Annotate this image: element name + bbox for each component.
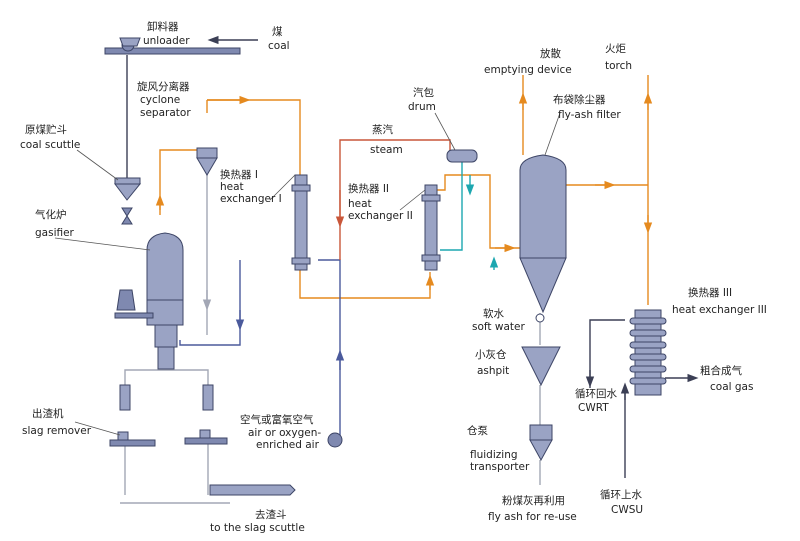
- steam-label-en: steam: [370, 144, 403, 156]
- cwrt-line: [589, 319, 625, 388]
- water-loop: [440, 162, 463, 251]
- hx1-to-hx2-pipe: [299, 270, 431, 299]
- gasifier-leader: [54, 237, 151, 251]
- slag-remover-label-cn: 出渣机: [32, 407, 64, 420]
- slag-remover-leader: [74, 421, 121, 436]
- transporter-label-en1: fluidizing: [470, 449, 518, 461]
- coal-scuttle-label-cn: 原煤贮斗: [25, 123, 67, 136]
- heat-exchanger-3-equipment: [629, 309, 667, 396]
- soft-water-label-en: soft water: [472, 321, 525, 333]
- cyclone-label-en2: separator: [140, 107, 191, 119]
- hx2-to-filter-pipe: [432, 174, 520, 249]
- soft-water-label-cn: 软水: [483, 307, 504, 320]
- hx2-label-en1: heat: [348, 198, 372, 210]
- slag-drop-lines: [124, 440, 209, 495]
- fly-ash-reuse-label-cn: 粉煤灰再利用: [502, 494, 565, 507]
- filter-label-en: fly-ash filter: [558, 109, 621, 121]
- emptying-label-en: emptying device: [484, 64, 572, 76]
- ashpit-equipment: [521, 346, 561, 387]
- slag-remover-label-en: slag remover: [22, 425, 92, 437]
- cwsu-label-cn: 循环上水: [600, 488, 642, 501]
- drum-equipment: [446, 149, 478, 163]
- hx2-leader: [399, 189, 426, 211]
- hx1-label-en2: exchanger I: [220, 193, 282, 205]
- transporter-label-en2: transporter: [470, 461, 530, 473]
- hx3-label-en: heat exchanger III: [672, 304, 767, 316]
- cyclone-label-en1: cyclone: [140, 94, 180, 106]
- air-blower-equipment: [327, 432, 343, 448]
- drum-label-cn: 汽包: [413, 86, 434, 99]
- air-to-gasifier-pipe: [179, 260, 241, 346]
- coal-gas-label-cn: 粗合成气: [700, 364, 742, 377]
- drum-label-en: drum: [408, 101, 436, 113]
- coal-label-cn: 煤: [272, 25, 283, 38]
- transporter-label-cn: 仓泵: [467, 424, 488, 437]
- coal-label-en: coal: [268, 40, 290, 52]
- unloader-equipment: [104, 37, 241, 55]
- cyclone-equipment: [196, 147, 218, 176]
- filter-leader: [544, 112, 561, 156]
- emptying-label-cn: 放散: [540, 47, 561, 60]
- hx1-label-cn: 换热器 I: [220, 168, 258, 181]
- gasifier-label-en: gasifier: [35, 227, 75, 239]
- gas-to-cyclone-pipe: [159, 149, 207, 215]
- slag-scuttle-label-cn: 去渣斗: [255, 508, 287, 521]
- transporter-equipment: [529, 424, 553, 462]
- slag-scuttle-equipment: [209, 484, 296, 496]
- cyclone-label-cn: 旋风分离器: [137, 80, 190, 93]
- gasifier-equipment: [114, 232, 184, 370]
- torch-label-en: torch: [605, 60, 632, 72]
- fly-ash-filter-equipment: [519, 154, 567, 323]
- ashpit-label-cn: 小灰仓: [475, 348, 507, 361]
- air-label-cn: 空气或富氧空气: [240, 413, 314, 426]
- slag-scuttle-label-en: to the slag scuttle: [210, 522, 305, 534]
- cwrt-label-cn: 循环回水: [575, 387, 617, 400]
- heat-exchanger-1-equipment: [291, 174, 311, 271]
- air-blower-line: [318, 259, 341, 438]
- cyclone-overhead-pipe: [206, 100, 245, 113]
- cwrt-label-en: CWRT: [578, 402, 609, 414]
- cwsu-label-en: CWSU: [611, 504, 643, 516]
- unloader-label-en: unloader: [143, 35, 190, 47]
- slag-remover-equipment: [109, 384, 228, 447]
- unloader-label-cn: 卸料器: [147, 20, 179, 33]
- hx2-label-cn: 换热器 II: [348, 182, 389, 195]
- air-label-en1: air or oxygen-: [248, 427, 321, 439]
- filter-label-cn: 布袋除尘器: [553, 93, 606, 106]
- hx3-label-cn: 换热器 III: [688, 286, 732, 299]
- gas-to-hx1-pipe: [207, 99, 301, 175]
- fly-ash-reuse-label-en: fly ash for re-use: [488, 511, 577, 523]
- coal-gas-label-en: coal gas: [710, 381, 753, 393]
- ashpit-label-en: ashpit: [477, 365, 509, 377]
- drum-leader: [434, 112, 456, 151]
- coal-scuttle-leader: [76, 149, 119, 181]
- torch-label-cn: 火炬: [605, 42, 626, 55]
- slag-split-lines: [124, 369, 209, 385]
- heat-exchanger-2-equipment: [421, 184, 441, 271]
- hx2-label-en2: exchanger II: [348, 210, 413, 222]
- steam-label-cn: 蒸汽: [372, 123, 393, 136]
- hx1-label-en1: heat: [220, 181, 244, 193]
- air-label-en2: enriched air: [256, 439, 320, 451]
- hx1-leader: [269, 174, 296, 201]
- gasifier-label-cn: 气化炉: [35, 208, 67, 221]
- coal-scuttle-equipment: [114, 177, 142, 225]
- coal-scuttle-label-en: coal scuttle: [20, 139, 80, 151]
